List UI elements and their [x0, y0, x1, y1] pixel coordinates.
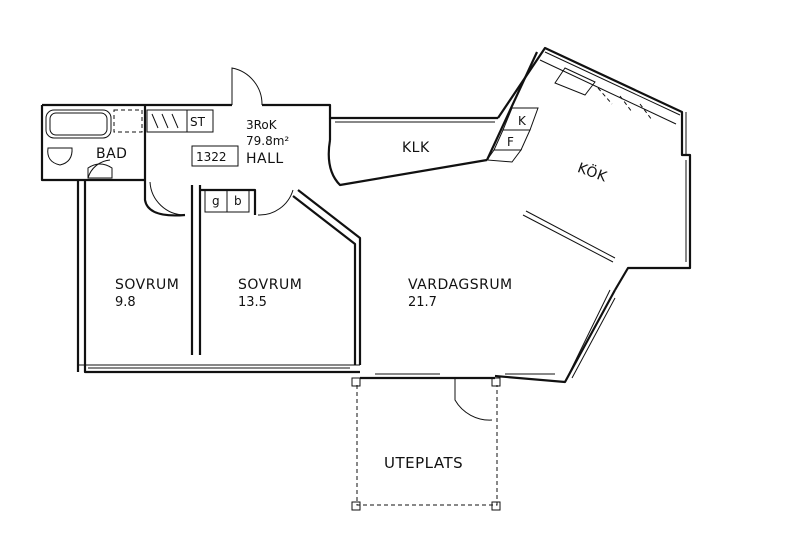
- uteplats-outline: [351, 377, 501, 511]
- fixture-k-label: K: [518, 114, 527, 128]
- sovrum2-label: SOVRUM: [238, 277, 302, 293]
- uteplats-label: UTEPLATS: [384, 454, 463, 472]
- windows: [88, 51, 687, 383]
- klk-label: KLK: [402, 140, 430, 156]
- interior-walls: [143, 118, 616, 365]
- closet-g-label: g: [212, 194, 220, 208]
- bad-label: BAD: [96, 146, 127, 162]
- fixture-f-label: F: [507, 135, 514, 149]
- kitchen-fixtures: [486, 67, 653, 163]
- toilet-icon: [47, 147, 73, 166]
- sovrum1-area: 9.8: [115, 295, 136, 310]
- vardagsrum-label: VARDAGSRUM: [408, 277, 513, 293]
- apartment-type: 3RoK: [246, 118, 278, 132]
- sink-icon: [87, 163, 113, 179]
- bath-fixtures: [45, 109, 214, 179]
- outer-walls: [40, 46, 692, 384]
- apartment-number: 1322: [196, 150, 227, 164]
- doors: [87, 67, 493, 421]
- apartment-area: 79.8m²: [246, 134, 289, 148]
- kok-label: KÖK: [575, 158, 610, 185]
- sovrum2-area: 13.5: [238, 295, 267, 310]
- st-label: ST: [190, 115, 206, 129]
- vardagsrum-area: 21.7: [408, 295, 437, 310]
- sovrum1-label: SOVRUM: [115, 277, 179, 293]
- bathtub-icon: [45, 109, 112, 139]
- closet-b-label: b: [234, 194, 242, 208]
- hall-label: HALL: [246, 151, 284, 167]
